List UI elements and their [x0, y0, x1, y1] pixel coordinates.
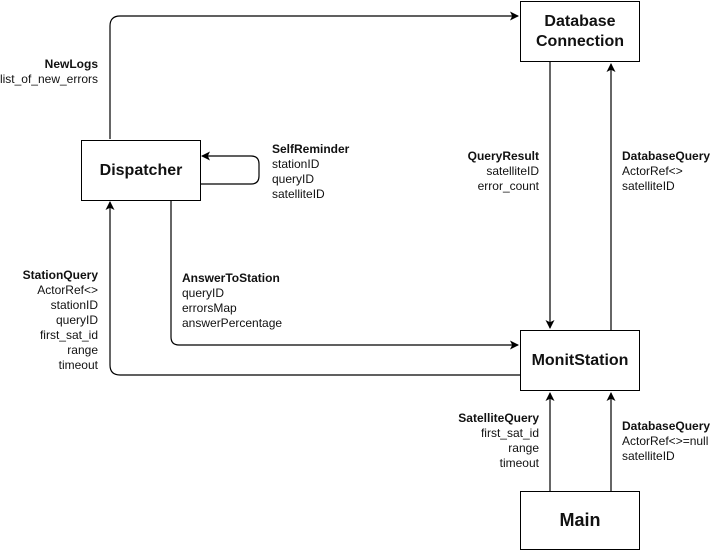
label-queryresult: QueryResult satelliteID error_count: [468, 149, 539, 194]
label-selfreminder-field: queryID: [272, 172, 315, 186]
node-main-label: Main: [559, 510, 601, 530]
node-monitstation: MonitStation: [520, 330, 640, 391]
label-satellitequery-field: timeout: [499, 456, 539, 470]
label-stationquery-field: stationID: [50, 298, 98, 312]
label-newlogs-title: NewLogs: [44, 57, 98, 71]
node-monitstation-label: MonitStation: [531, 351, 629, 369]
label-stationquery: StationQuery ActorRef<> stationID queryI…: [23, 268, 98, 373]
label-answertostation-field: errorsMap: [182, 301, 237, 315]
label-stationquery-field: range: [67, 343, 98, 357]
label-selfreminder-field: stationID: [272, 157, 320, 171]
label-databasequery-main-field: ActorRef<>=null: [622, 434, 709, 448]
label-stationquery-title: StationQuery: [22, 268, 98, 282]
label-selfreminder-field: satelliteID: [272, 187, 325, 201]
label-stationquery-field: timeout: [58, 358, 98, 372]
edge-answertostation: [170, 200, 519, 350]
node-dispatcher: Dispatcher: [81, 140, 201, 201]
label-answertostation: AnswerToStation queryID errorsMap answer…: [182, 271, 282, 331]
node-database-connection: Database Connection: [520, 1, 640, 62]
label-stationquery-field: ActorRef<>: [37, 283, 98, 297]
label-stationquery-field: queryID: [55, 313, 98, 327]
node-main: Main: [520, 491, 640, 550]
label-satellitequery: SatelliteQuery first_sat_id range timeou…: [458, 411, 539, 471]
label-selfreminder: SelfReminder stationID queryID satellite…: [272, 142, 349, 202]
label-selfreminder-title: SelfReminder: [272, 142, 350, 156]
node-database-line1: Database: [544, 12, 616, 30]
label-answertostation-title: AnswerToStation: [182, 271, 280, 285]
label-stationquery-field: first_sat_id: [39, 328, 98, 342]
node-database-line2: Connection: [536, 32, 624, 50]
label-newlogs: NewLogs list_of_new_errors: [0, 57, 98, 87]
edge-selfreminder-loop: [200, 151, 260, 185]
label-databasequery-up: DatabaseQuery ActorRef<> satelliteID: [622, 149, 710, 194]
label-databasequery-main-title: DatabaseQuery: [622, 419, 711, 433]
label-answertostation-field: answerPercentage: [182, 316, 283, 330]
label-databasequery-main-field: satelliteID: [622, 449, 675, 463]
edge-stationquery: [105, 201, 520, 376]
label-newlogs-field: list_of_new_errors: [0, 72, 98, 86]
label-databasequery-up-title: DatabaseQuery: [622, 149, 711, 163]
label-satellitequery-field: first_sat_id: [480, 426, 539, 440]
label-satellitequery-title: SatelliteQuery: [458, 411, 539, 425]
label-queryresult-field: error_count: [477, 179, 539, 193]
label-databasequery-up-field: satelliteID: [622, 179, 675, 193]
label-satellitequery-field: range: [508, 441, 539, 455]
label-queryresult-title: QueryResult: [467, 149, 539, 163]
edge-selfreminder-return: [201, 155, 261, 186]
node-dispatcher-label: Dispatcher: [99, 161, 183, 179]
edge-newlogs: [109, 11, 519, 139]
label-answertostation-field: queryID: [182, 286, 225, 300]
label-databasequery-up-field: ActorRef<>: [622, 164, 683, 178]
label-databasequery-main: DatabaseQuery ActorRef<>=null satelliteI…: [622, 419, 710, 464]
label-queryresult-field: satelliteID: [486, 164, 539, 178]
